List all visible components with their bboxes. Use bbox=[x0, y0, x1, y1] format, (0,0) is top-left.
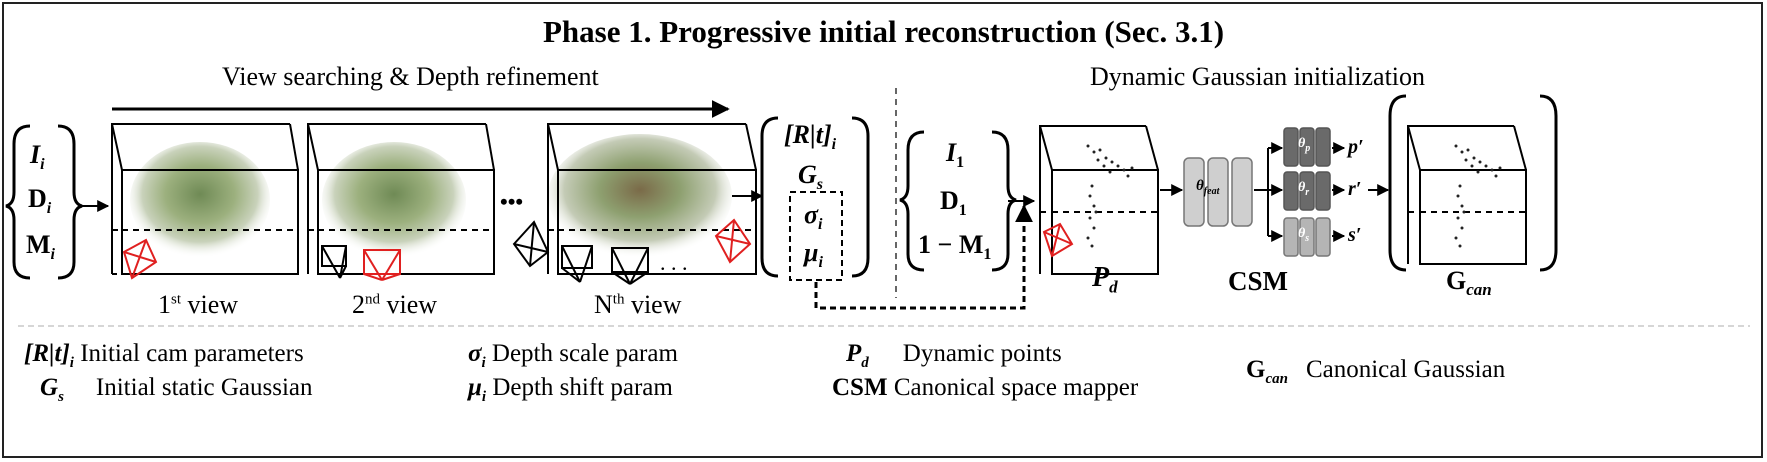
output-open-paren bbox=[760, 116, 779, 278]
view-n-label: Nth view bbox=[594, 290, 682, 319]
canonical-gaussian-box bbox=[1407, 125, 1527, 265]
p-prime-label: p′ bbox=[1348, 136, 1364, 158]
legend-item-depth-shift: μi Depth shift param bbox=[468, 374, 673, 405]
view-2-box bbox=[307, 123, 495, 275]
s-prime-label: s′ bbox=[1348, 224, 1362, 246]
static-gaussian-label: Gs bbox=[798, 160, 824, 194]
left-input-open-brace bbox=[5, 124, 31, 280]
right-input-mask-label: 1 − M1 bbox=[918, 230, 992, 264]
r-prime-label: r′ bbox=[1348, 178, 1362, 200]
left-section-label: View searching & Depth refinement bbox=[222, 62, 599, 91]
canonical-gaussian-scatter bbox=[1454, 144, 1502, 248]
dynamic-points-scatter bbox=[1086, 144, 1134, 248]
view-2-camera-current-icon bbox=[363, 249, 401, 281]
view-n-camera-outside-icon bbox=[512, 220, 550, 268]
output-close-paren bbox=[851, 116, 870, 278]
legend-item-cam-params: [R|t]i Initial cam parameters bbox=[24, 340, 304, 371]
theta-s-label: θs bbox=[1298, 226, 1310, 244]
gcan-open-paren bbox=[1388, 94, 1407, 272]
right-input-depth-label: D1 bbox=[940, 186, 967, 220]
right-section-label: Dynamic Gaussian initialization bbox=[1090, 62, 1426, 91]
csm-label: CSM bbox=[1228, 266, 1288, 296]
views-ellipsis: ••• bbox=[500, 189, 523, 214]
dynamic-points-camera-icon bbox=[1042, 222, 1074, 258]
view-n-camera-b-icon bbox=[611, 247, 649, 285]
view-n-camera-current-icon bbox=[714, 218, 752, 264]
cam-params-label: [R|t]i bbox=[784, 120, 837, 154]
dynamic-points-box bbox=[1039, 125, 1159, 275]
view-1-label: 1st view bbox=[158, 290, 239, 319]
input-image-label: Ii bbox=[30, 140, 45, 174]
legend-item-csm: CSM Canonical space mapper bbox=[832, 374, 1139, 401]
gcan-close-paren bbox=[1539, 94, 1558, 272]
depth-params-feedback-arrow bbox=[814, 204, 1033, 310]
right-input-open-brace bbox=[899, 130, 925, 272]
right-input-image-label: I1 bbox=[946, 138, 965, 172]
theta-feat-module bbox=[1183, 157, 1253, 227]
view-n-box bbox=[547, 123, 757, 275]
legend-item-depth-scale: σi Depth scale param bbox=[468, 340, 678, 371]
theta-r-module bbox=[1283, 171, 1331, 211]
camera-ellipsis: . . . bbox=[660, 250, 688, 275]
view-n-camera-a-icon bbox=[561, 245, 593, 283]
view-2-camera-prev-icon bbox=[321, 245, 347, 279]
depth-shift-label: μi bbox=[804, 238, 823, 272]
view-1-box bbox=[111, 123, 299, 275]
left-input-close-brace bbox=[57, 124, 83, 280]
figure-title: Phase 1. Progressive initial reconstruct… bbox=[542, 14, 1225, 49]
theta-r-label: θr bbox=[1298, 180, 1310, 198]
theta-feat-label: θfeat bbox=[1196, 178, 1220, 197]
theta-s-module bbox=[1283, 217, 1331, 257]
depth-scale-label: σi bbox=[804, 200, 823, 234]
depth-params-dashed-box bbox=[789, 191, 843, 281]
input-mask-label: Mi bbox=[26, 230, 55, 264]
dynamic-points-label: Pd bbox=[1092, 262, 1118, 297]
input-depth-label: Di bbox=[28, 184, 52, 218]
theta-p-label: θp bbox=[1298, 136, 1311, 154]
canonical-gaussian-label: Gcan bbox=[1446, 266, 1492, 300]
view-2-label: 2nd view bbox=[352, 290, 438, 319]
view-1-camera-icon bbox=[122, 238, 158, 280]
theta-p-module bbox=[1283, 127, 1331, 167]
